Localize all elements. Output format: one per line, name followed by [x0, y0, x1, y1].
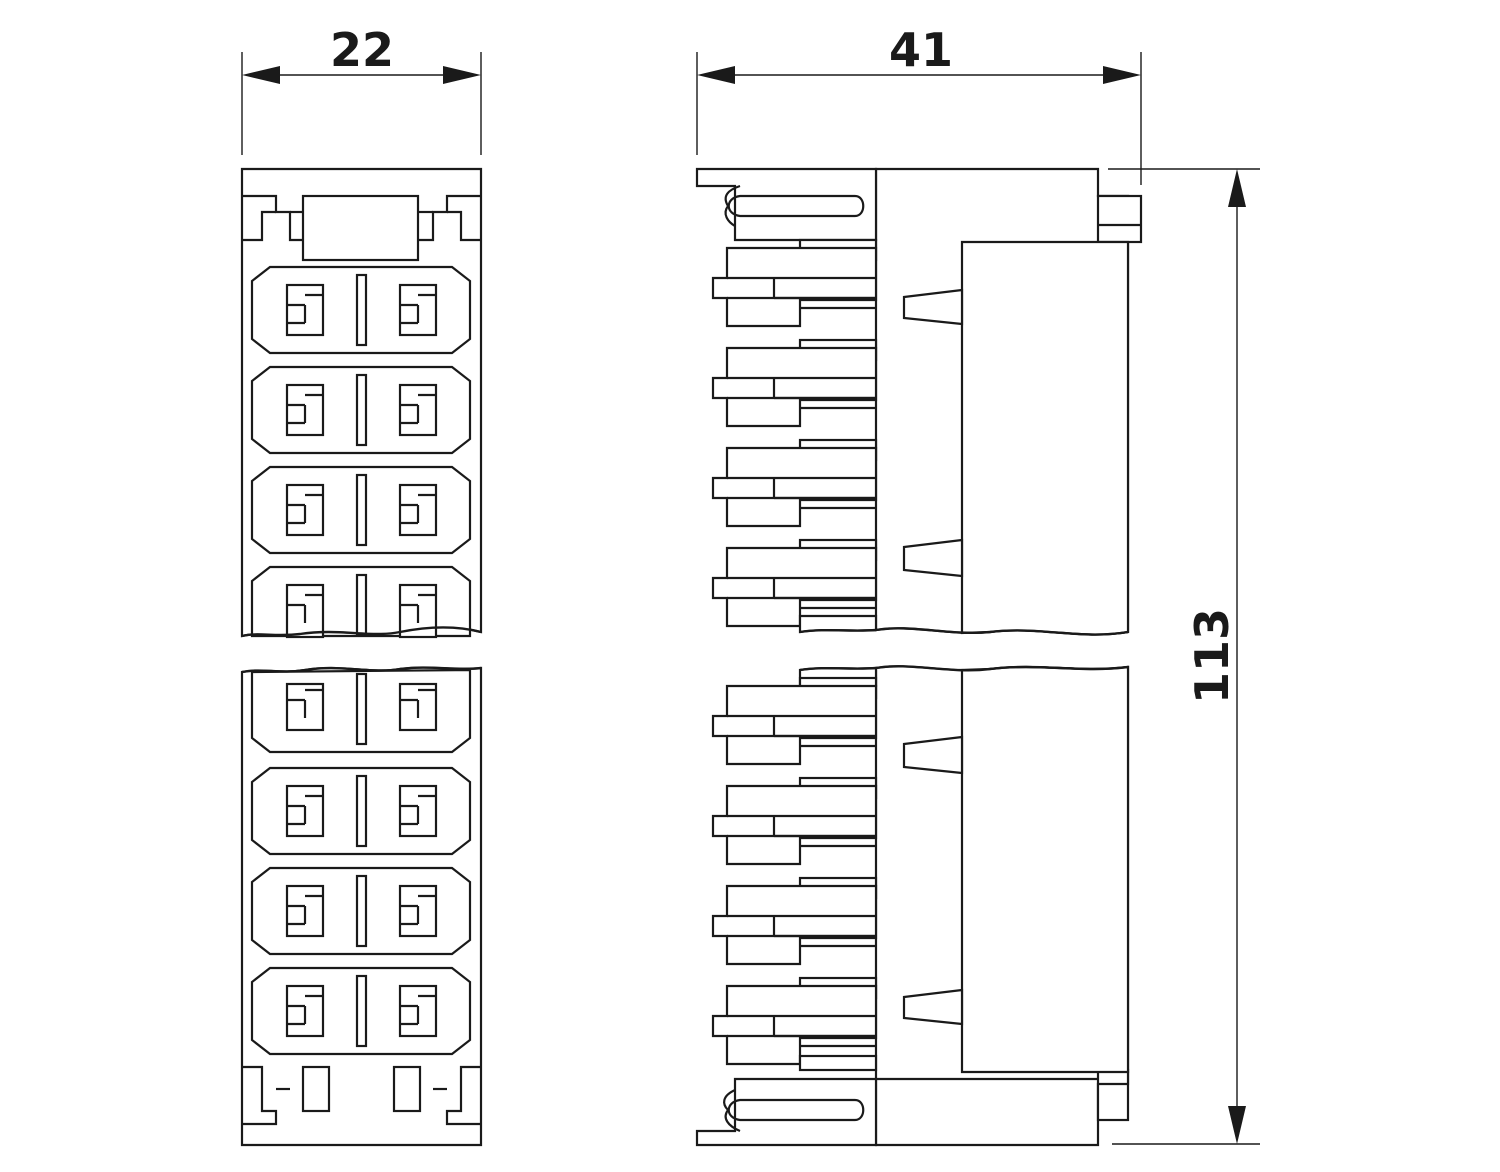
- front-cell-clamp-right: [398, 784, 438, 838]
- side-latch-pin-bottom: [1096, 1068, 1130, 1122]
- side-break-line-upper: [799, 627, 1129, 636]
- side-latch-pin-top: [1096, 194, 1143, 244]
- front-cell-7: [250, 866, 472, 956]
- side-inner-housing-upper: [960, 240, 1130, 636]
- dimension-depth-41: 41: [696, 23, 1142, 185]
- side-contact-body: [711, 246, 878, 328]
- front-break-line-upper: [241, 626, 482, 638]
- front-cell-5: [241, 666, 482, 754]
- front-cell-slot: [355, 874, 368, 948]
- side-contact-body: [711, 546, 878, 628]
- front-cell-2: [250, 365, 472, 455]
- side-contact-8: [711, 976, 878, 1066]
- front-cell-clamp-left: [285, 884, 325, 938]
- front-cell-clamp-left: [285, 283, 325, 337]
- dimension-height-113: 113: [1108, 168, 1260, 1145]
- front-cell-clamp-left: [285, 984, 325, 1038]
- front-view: [240, 167, 483, 1147]
- side-top-flange: [695, 167, 878, 242]
- side-inner-housing-lower: [960, 665, 1130, 1074]
- side-wedges: [902, 288, 964, 1026]
- dimension-label-depth: 41: [889, 23, 953, 77]
- front-cell-slot: [355, 672, 368, 746]
- front-break-line-lower: [241, 666, 482, 674]
- side-contact-6: [711, 776, 878, 866]
- front-cell-1: [250, 265, 472, 355]
- side-contact-3: [711, 438, 878, 528]
- dimension-label-height: 113: [1185, 608, 1239, 704]
- side-contact-body: [711, 446, 878, 528]
- side-contact-body: [711, 884, 878, 966]
- front-cell-8: [250, 966, 472, 1056]
- front-cell-slot: [355, 273, 368, 347]
- front-cell-clamp-left: [285, 483, 325, 537]
- front-cell-4: [241, 565, 482, 639]
- front-bottom-latch: [242, 1065, 481, 1126]
- front-cell-clamp-right: [398, 483, 438, 537]
- side-contact-tail: [798, 1054, 878, 1072]
- side-contact-body: [711, 784, 878, 866]
- dimension-width-22: 22: [241, 23, 482, 155]
- side-contact-2: [711, 338, 878, 428]
- front-cell-3: [250, 465, 472, 555]
- front-cell-slot: [355, 573, 368, 637]
- front-cell-slot: [355, 774, 368, 848]
- front-cell-clamp-left: [285, 682, 325, 732]
- front-view-cells: [241, 265, 482, 1056]
- front-top-latch: [242, 194, 481, 262]
- side-view: [695, 167, 1143, 1147]
- front-cell-clamp-left: [285, 583, 325, 639]
- side-contact-body: [711, 346, 878, 428]
- side-break-line-lower: [799, 665, 1129, 672]
- side-bottom-flange: [695, 1077, 878, 1147]
- front-cell-slot: [355, 473, 368, 547]
- side-contact-4: [711, 538, 878, 628]
- side-contact-body: [711, 684, 878, 766]
- side-contact-5: [711, 676, 878, 766]
- side-contact-1: [711, 238, 878, 328]
- side-view-contacts: [711, 238, 1129, 1072]
- front-cell-slot: [355, 373, 368, 447]
- side-contact-7: [711, 876, 878, 966]
- side-contact-body: [711, 984, 878, 1066]
- front-cell-slot: [355, 974, 368, 1048]
- front-cell-6: [250, 766, 472, 856]
- dimension-label-width: 22: [330, 23, 394, 77]
